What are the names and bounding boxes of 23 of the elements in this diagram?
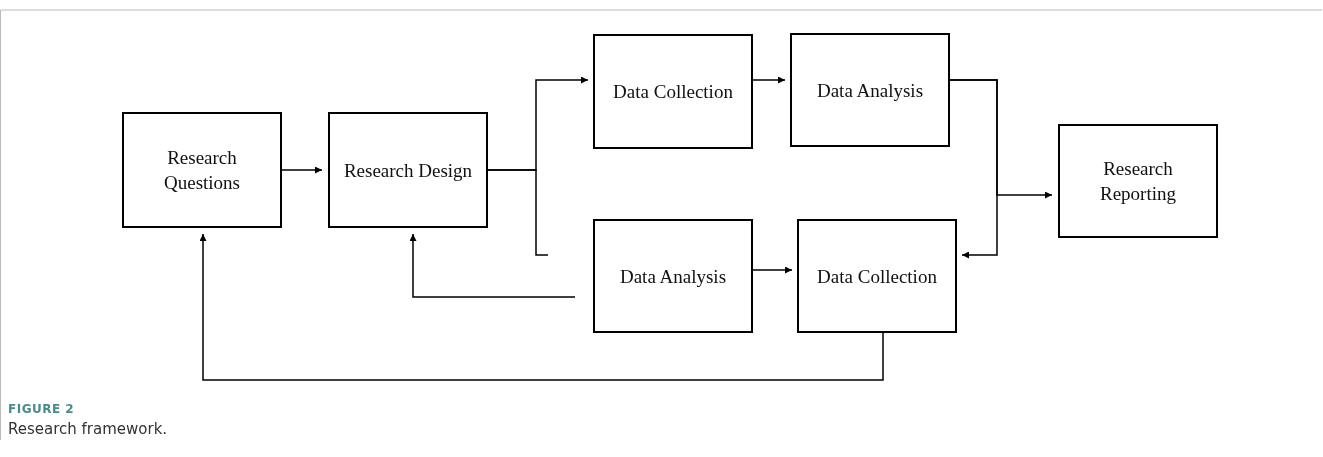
process-box [328,112,488,228]
figure-caption: Research framework. [8,420,168,438]
box-label: Data Collection [613,80,733,104]
arrow [949,79,998,259]
process-box [797,219,957,333]
arrow [199,233,884,381]
process-box [593,219,753,333]
box-label: Research Questions [163,146,241,195]
process-box [122,112,282,228]
process-box [790,33,950,147]
box-label: Data Analysis [816,78,924,103]
arrow [752,76,786,84]
figure-number: FIGURE 2 [8,402,75,416]
arrow [281,166,323,174]
box-label: Data Analysis [619,264,727,289]
box-label: Research Design [343,158,473,183]
connector-line [487,169,549,256]
box-label: Data Collection [817,264,937,289]
process-box [1058,124,1218,238]
process-box [593,34,753,149]
arrow [752,266,793,274]
box-label: Research Reporting [1099,157,1177,206]
arrow [409,233,576,298]
